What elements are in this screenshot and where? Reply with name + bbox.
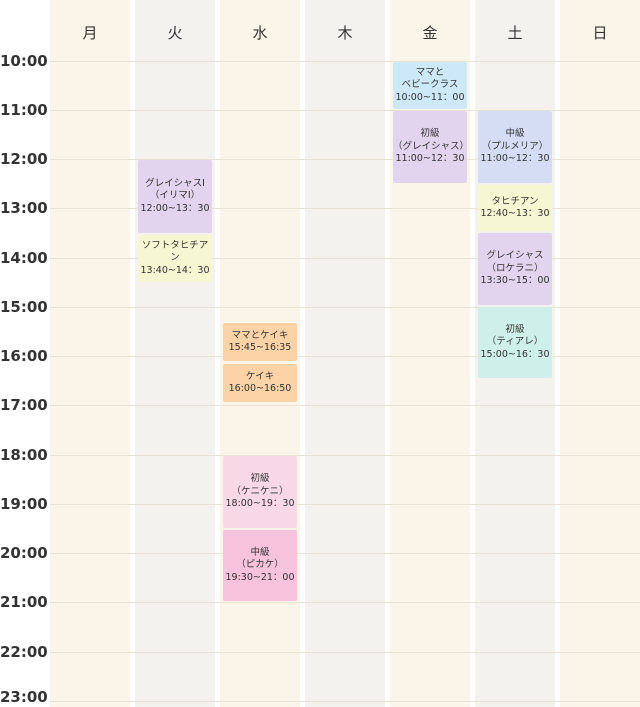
class-time: 12:00~13：30: [140, 202, 210, 214]
time-label: 18:00: [0, 446, 48, 464]
class-time: 11:00~12：30: [480, 153, 550, 165]
time-label: 10:00: [0, 52, 48, 70]
class-name: ソフトタヒチアン: [141, 239, 209, 264]
class-subname: （ティアレ）: [486, 336, 544, 348]
column-tue: [135, 0, 215, 707]
class-block-wed-beginner[interactable]: 初級 （ケニケニ） 18:00~19：30: [223, 456, 297, 528]
class-name: ママと: [415, 66, 445, 78]
class-time: 16:00~16:50: [228, 383, 292, 394]
class-block-sat-gracious[interactable]: グレイシャス （ロケラニ） 13:30~15：00: [478, 233, 552, 305]
class-block-tue-gracious-1[interactable]: グレイシャスI （イリマI） 12:00~13：30: [138, 160, 212, 233]
class-time: 12:40~13：30: [480, 208, 550, 219]
class-block-wed-intermediate[interactable]: 中級 （ピカケ） 19:30~21：00: [223, 530, 297, 601]
hour-line: [50, 258, 640, 259]
class-name: 初級: [420, 128, 440, 140]
time-label: 21:00: [0, 593, 48, 611]
hour-line: [50, 110, 640, 111]
day-header-sat: 土: [507, 24, 523, 42]
day-header-sun: 日: [592, 24, 608, 42]
hour-line: [50, 405, 640, 406]
time-label: 16:00: [0, 347, 48, 365]
class-name: タヒチアン: [491, 195, 539, 207]
class-block-sat-beginner[interactable]: 初級 （ティアレ） 15:00~16：30: [478, 307, 552, 378]
day-header-thu: 木: [337, 24, 353, 42]
class-block-sat-intermediate[interactable]: 中級 （プルメリア） 11:00~12：30: [478, 111, 552, 183]
hour-line: [50, 652, 640, 653]
hour-line: [50, 602, 640, 603]
time-label: 17:00: [0, 396, 48, 414]
class-block-sat-tahitian[interactable]: タヒチアン 12:40~13：30: [478, 185, 552, 231]
hour-line: [50, 307, 640, 308]
time-label: 11:00: [0, 101, 48, 119]
class-name: ママとケイキ: [231, 329, 289, 341]
class-name: 初級: [250, 473, 270, 485]
hour-line: [50, 455, 640, 456]
column-sun: [560, 0, 640, 707]
class-time: 19:30~21：00: [225, 571, 295, 583]
class-subname: ベビークラス: [401, 79, 459, 91]
day-header-fri: 金: [422, 24, 438, 42]
time-label: 22:00: [0, 643, 48, 661]
class-time: 13:40~14：30: [140, 264, 210, 276]
time-label: 14:00: [0, 249, 48, 267]
class-subname: （ケニケニ）: [231, 485, 289, 497]
class-name: 初級: [505, 323, 525, 335]
class-block-tue-soft-tahitian[interactable]: ソフトタヒチアン 13:40~14：30: [138, 235, 212, 282]
hour-line: [50, 701, 640, 702]
class-name: 中級: [505, 128, 525, 140]
class-name: 中級: [250, 546, 270, 558]
class-name: ケイキ: [245, 370, 275, 382]
class-time: 13:30~15：00: [480, 275, 550, 287]
class-subname: （イリマI）: [149, 190, 201, 202]
time-label: 13:00: [0, 199, 48, 217]
column-thu: [305, 0, 385, 707]
time-label: 12:00: [0, 150, 48, 168]
class-block-fri-beginner[interactable]: 初級 （グレイシャス） 11:00~12：30: [393, 111, 470, 183]
day-header-mon: 月: [82, 24, 98, 42]
class-block-wed-mama-keiki[interactable]: ママとケイキ 15:45~16:35: [223, 323, 297, 361]
hour-line: [50, 356, 640, 357]
class-name: グレイシャス: [486, 250, 544, 262]
column-mon: [50, 0, 130, 707]
hour-line: [50, 61, 640, 62]
class-time: 11:00~12：30: [395, 153, 465, 165]
class-subname: （グレイシャス）: [393, 140, 470, 152]
hour-line: [50, 159, 640, 160]
class-subname: （ロケラニ）: [486, 262, 544, 274]
time-label: 15:00: [0, 298, 48, 316]
hour-line: [50, 504, 640, 505]
class-time: 18:00~19：30: [225, 498, 295, 510]
day-header-wed: 水: [252, 24, 268, 42]
hour-line: [50, 553, 640, 554]
class-time: 15:45~16:35: [228, 342, 292, 353]
day-header-tue: 火: [167, 24, 183, 42]
time-label: 19:00: [0, 495, 48, 513]
time-label: 23:00: [0, 688, 48, 706]
class-block-fri-mama-baby[interactable]: ママと ベビークラス 10:00~11：00: [393, 62, 467, 109]
hour-line: [50, 208, 640, 209]
class-subname: （ピカケ）: [236, 559, 284, 571]
class-time: 15:00~16：30: [480, 348, 550, 360]
time-label: 20:00: [0, 544, 48, 562]
class-name: グレイシャスI: [145, 177, 205, 189]
class-time: 10:00~11：00: [395, 91, 465, 103]
class-block-wed-keiki[interactable]: ケイキ 16:00~16:50: [223, 364, 297, 402]
class-subname: （プルメリア）: [481, 140, 549, 152]
